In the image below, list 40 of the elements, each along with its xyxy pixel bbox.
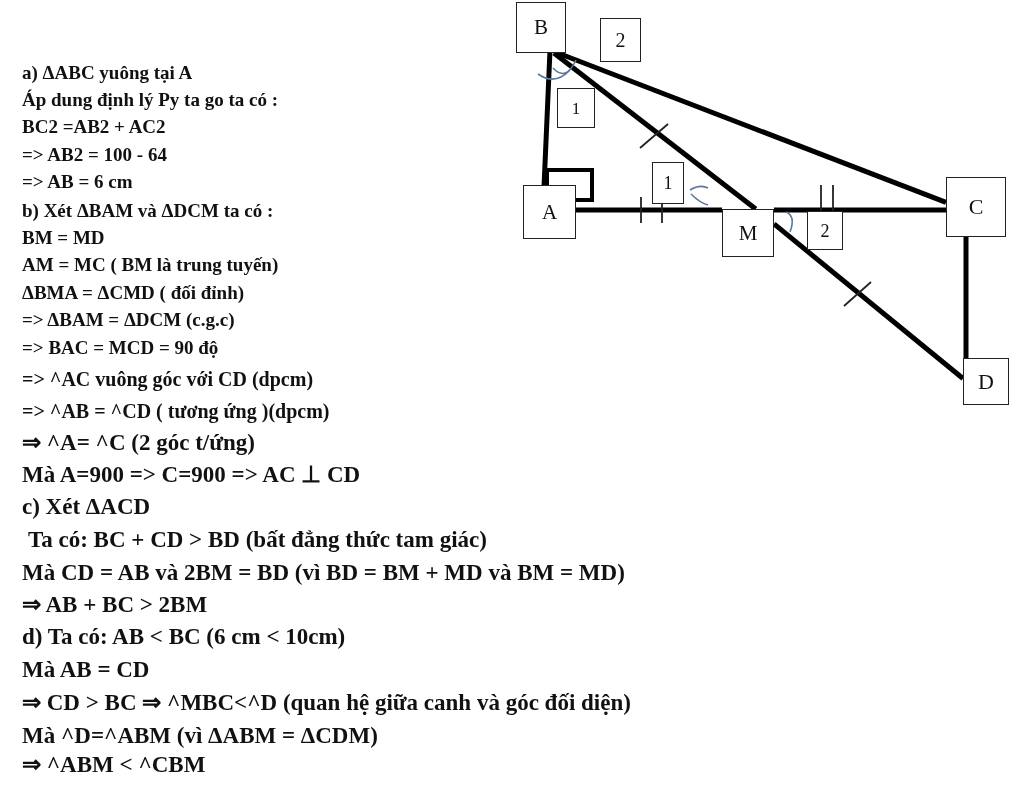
line-segment (552, 51, 758, 211)
proof-line: c) Xét ΔACD (22, 494, 151, 521)
proof-line: Ta có: BC + CD > BD (bất đẳng thức tam giác) (28, 527, 487, 554)
proof-line: BC2 =AB2 + AC2 (22, 115, 166, 138)
proof-line: d) Ta có: AB < BC (6 cm < 10cm) (22, 624, 346, 651)
proof-line: ⇒ AB + BC > 2BM (22, 592, 208, 619)
point-label-box: 1 (652, 162, 684, 204)
line-segment (541, 52, 553, 186)
proof-line: b) Xét ΔBAM và ΔDCM ta có : (22, 199, 274, 222)
proof-line: ⇒ ^ABM < ^CBM (22, 752, 206, 779)
point-label-box: C (946, 177, 1006, 237)
proof-line: => ΔBAM = ΔDCM (c.g.c) (22, 308, 235, 331)
point-label-box: 2 (807, 211, 843, 250)
line-segment (576, 207, 722, 213)
proof-line: a) ΔABC yuông tại A (22, 61, 193, 84)
proof-line: => ^AC vuông góc với CD (dpcm) (22, 368, 314, 391)
point-label-box: 2 (600, 18, 641, 62)
proof-line: BM = MD (22, 226, 105, 249)
proof-line: AM = MC ( BM là trung tuyến) (22, 253, 279, 276)
line-segment (556, 50, 947, 205)
line-segment (772, 221, 965, 381)
proof-line: Mà AB = CD (22, 657, 150, 684)
proof-line: => ^AB = ^CD ( tương ứng )(dpcm) (22, 400, 330, 423)
line-segment (963, 237, 969, 358)
proof-line: ⇒ ^A= ^C (2 góc t/ứng) (22, 430, 255, 457)
proof-line: Áp dung định lý Py ta go ta có : (22, 88, 279, 111)
proof-line: ⇒ CD > BC ⇒ ^MBC<^D (quan hệ giữa canh và góc đối diện) (22, 690, 631, 717)
proof-line: ΔBMA = ΔCMD ( đối đỉnh) (22, 281, 245, 304)
proof-line: => AB2 = 100 - 64 (22, 143, 167, 166)
proof-line: Mà ^D=^ABM (vì ΔABM = ΔCDM) (22, 723, 378, 750)
point-label-box: M (722, 209, 774, 257)
proof-line: Mà A=900 => C=900 => AC ⊥ CD (22, 462, 361, 489)
proof-line: Mà CD = AB và 2BM = BD (vì BD = BM + MD và BM = MD) (22, 560, 625, 587)
proof-line: => BAC = MCD = 90 độ (22, 336, 219, 359)
proof-line: => AB = 6 cm (22, 170, 133, 193)
point-label-box: A (523, 185, 576, 239)
point-label-box: D (963, 358, 1009, 405)
point-label-box: 1 (557, 88, 595, 128)
point-label-box: B (516, 2, 566, 53)
line-segment (774, 207, 946, 213)
